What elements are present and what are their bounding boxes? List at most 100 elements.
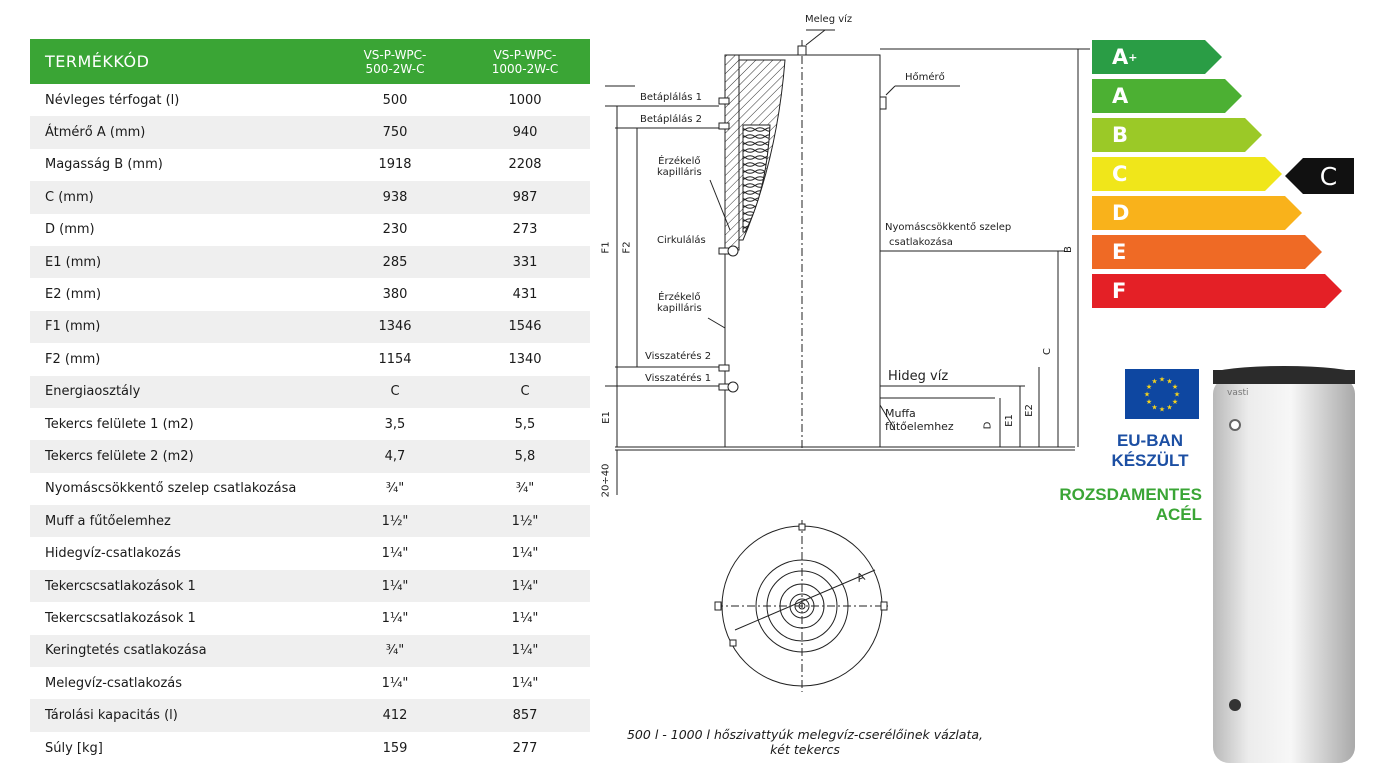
spec-table: TERMÉKKÓD VS-P-WPC- 500-2W-C VS-P-WPC- 1…	[30, 39, 590, 764]
label-erzekelo-2-a: Érzékelő	[658, 292, 701, 303]
label-hideg-viz: Hideg víz	[888, 369, 949, 384]
row-value: ¾"	[385, 481, 405, 497]
row-value: ¾"	[515, 481, 535, 497]
table-row: E1 (mm) 285 331	[30, 245, 590, 279]
row-value: 857	[512, 708, 538, 724]
row-value: 1¼"	[381, 546, 409, 562]
row-label: Súly [kg]	[45, 740, 103, 756]
stainless-line-1: ROZSDAMENTES	[1059, 485, 1202, 504]
header-model-1000: VS-P-WPC- 1000-2W-C	[491, 47, 559, 76]
row-label: Hidegvíz-csatlakozás	[45, 546, 181, 562]
energy-class-sup: +	[1128, 50, 1138, 64]
energy-class-f: F	[1092, 274, 1342, 308]
energy-class-c: C	[1092, 157, 1282, 191]
caption-line-2: két tekercs	[770, 742, 840, 757]
brand-logo: vasti	[1227, 388, 1249, 398]
row-value: 277	[512, 740, 538, 756]
made-in-eu-line-2: KÉSZÜLT	[1111, 451, 1189, 470]
row-label: C (mm)	[45, 189, 94, 205]
table-row: Névleges térfogat (l) 500 1000	[30, 84, 590, 116]
row-value: 5,8	[514, 448, 536, 464]
row-label: Tekercs felülete 1 (m2)	[45, 416, 194, 432]
row-value: 1000	[508, 92, 542, 108]
row-label: Átmérő A (mm)	[45, 125, 146, 141]
eu-star-icon: ★	[1144, 391, 1150, 399]
row-value: 1¼"	[381, 675, 409, 691]
eu-star-icon: ★	[1159, 376, 1165, 384]
row-value: 1346	[378, 319, 412, 335]
eu-star-icon: ★	[1172, 398, 1178, 406]
label-muffa-a: Muffa	[885, 407, 916, 420]
eu-star-icon: ★	[1151, 403, 1157, 411]
made-in-eu-line-1: EU-BAN	[1116, 431, 1184, 450]
energy-class-b: B	[1092, 118, 1262, 152]
energy-indicator: C	[1285, 158, 1354, 194]
dim-f2: F2	[621, 241, 633, 254]
row-label: E1 (mm)	[45, 254, 102, 270]
eu-star-icon: ★	[1174, 391, 1180, 399]
row-value: 1918	[378, 157, 412, 173]
header-model-500: VS-P-WPC- 500-2W-C	[363, 47, 427, 76]
technical-drawing: Meleg víz Hőmérő Betáplálás 1 Betáplálás…	[595, 0, 1090, 784]
label-nyomas-b: csatlakozása	[889, 237, 953, 248]
row-value: 750	[382, 125, 408, 141]
row-label: Tekercscsatlakozások 1	[45, 578, 196, 594]
row-value: 2208	[508, 157, 542, 173]
row-value: 3,5	[384, 416, 406, 432]
row-value: 1¼"	[381, 578, 409, 594]
row-value: 273	[512, 222, 538, 238]
energy-class-a: A	[1092, 79, 1242, 113]
energy-class-d: D	[1092, 196, 1302, 230]
row-value: 500	[382, 92, 408, 108]
label-visszateres-1: Visszatérés 1	[645, 373, 712, 384]
energy-class-letter: E	[1112, 240, 1127, 264]
row-value: 380	[382, 287, 408, 303]
row-value: C	[520, 384, 530, 400]
row-value: 1¼"	[511, 610, 539, 626]
row-value: 331	[512, 254, 538, 270]
energy-class-letter: B	[1112, 123, 1129, 147]
dim-d: D	[982, 421, 994, 430]
dim-e1-right: E1	[1003, 414, 1015, 427]
label-visszateres-2: Visszatérés 2	[645, 351, 712, 362]
eu-star-icon: ★	[1151, 378, 1157, 386]
row-label: E2 (mm)	[45, 287, 102, 303]
row-label: D (mm)	[45, 222, 95, 238]
row-value: 1¼"	[511, 546, 539, 562]
row-value: 230	[382, 222, 408, 238]
header-product-code: TERMÉKKÓD	[45, 52, 150, 71]
drawing-caption: 500 l - 1000 l hőszivattyúk melegvíz-cse…	[595, 727, 1015, 757]
row-value: 1¼"	[511, 643, 539, 659]
row-label: Tekercscsatlakozások 1	[45, 610, 196, 626]
eu-flag-icon: ★★★★★★★★★★★★	[1125, 369, 1199, 419]
energy-class-letter: F	[1112, 279, 1127, 303]
row-label: Melegvíz-csatlakozás	[45, 675, 183, 691]
energy-class-letter: C	[1112, 162, 1128, 186]
row-value: 1¼"	[511, 675, 539, 691]
row-label: Energiaosztály	[45, 384, 141, 400]
drawing-svg	[605, 29, 1090, 692]
row-label: F2 (mm)	[45, 351, 101, 367]
eu-star-icon: ★	[1146, 383, 1152, 391]
row-label: Névleges térfogat (l)	[45, 92, 180, 108]
eu-star-icon: ★	[1172, 383, 1178, 391]
caption-line-1: 500 l - 1000 l hőszivattyúk melegvíz-cse…	[626, 727, 984, 742]
table-row: Melegvíz-csatlakozás 1¼" 1¼"	[30, 667, 590, 699]
top-view	[714, 520, 890, 692]
label-nyomas-a: Nyomáscsökkentő szelep	[885, 222, 1012, 233]
row-value: 285	[382, 254, 408, 270]
stainless-line-2: ACÉL	[1155, 505, 1202, 524]
row-label: F1 (mm)	[45, 319, 101, 335]
row-label: Tekercs felülete 2 (m2)	[45, 448, 194, 464]
row-value: 940	[512, 125, 538, 141]
